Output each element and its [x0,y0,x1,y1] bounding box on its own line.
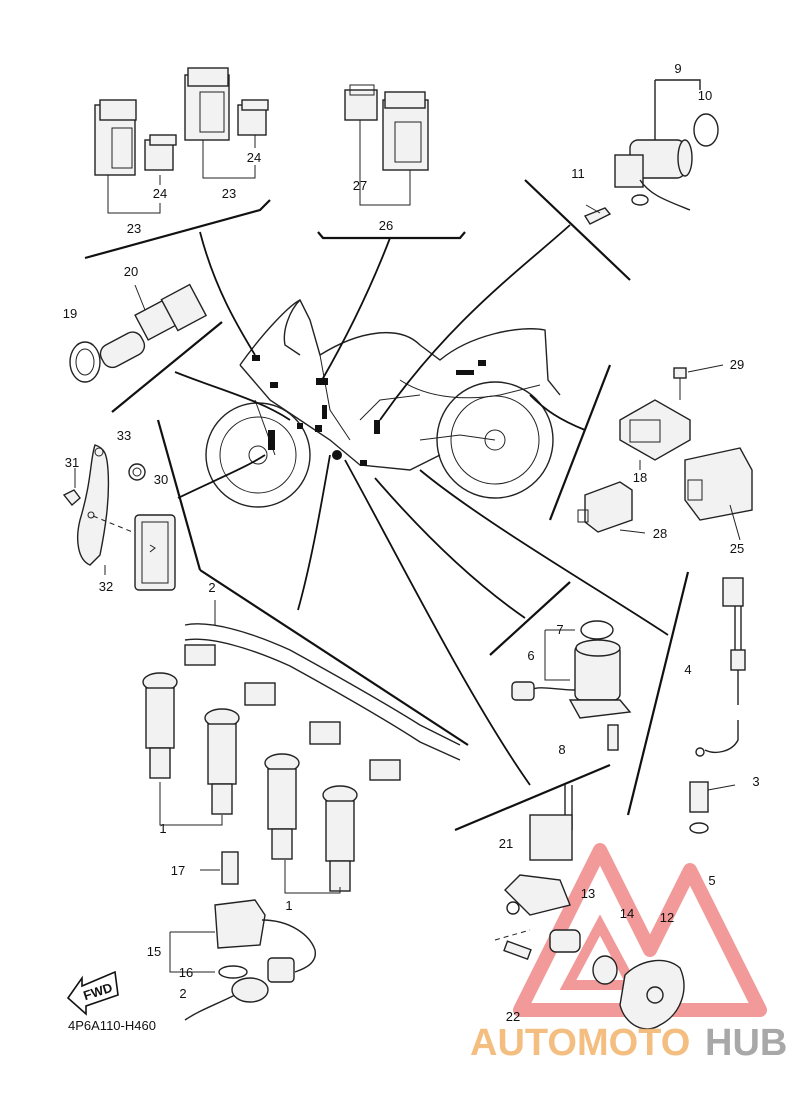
forward-arrow-icon: FWD [66,970,119,1016]
callout-19: 19 [63,306,77,321]
pickup-coil-assembly [494,785,685,1030]
watermark-logo [513,843,767,1017]
callout-14: 14 [620,906,634,921]
callout-26: 26 [379,218,393,233]
callout-4: 4 [684,662,691,677]
callout-24b: 24 [247,150,261,165]
callout-16: 16 [179,965,193,980]
relay-set-middle [344,84,429,206]
crank-position-sensor [169,851,316,1021]
callout-29: 29 [730,357,744,372]
callout-31: 31 [65,455,79,470]
callout-17: 17 [171,863,185,878]
callout-2a: 2 [208,580,215,595]
callout-1b: 1 [285,898,292,913]
callout-3: 3 [752,774,759,789]
callout-12: 12 [660,910,674,925]
callout-5: 5 [708,873,715,888]
callout-30: 30 [154,472,168,487]
oxygen-sensor-lead [689,577,746,834]
callout-22: 22 [506,1009,520,1024]
callout-11: 11 [571,166,585,181]
group-brackets [84,179,690,832]
callout-9: 9 [674,61,681,76]
callout-13: 13 [581,886,595,901]
bracket-assembly [62,444,176,591]
watermark-text-part2: HUB [705,1022,787,1064]
callout-1a: 1 [159,821,166,836]
callout-15: 15 [147,944,161,959]
callout-33: 33 [117,428,131,443]
callout-27: 27 [353,178,367,193]
callout-21: 21 [499,836,513,851]
relay-set-left [94,67,269,214]
callout-8: 8 [558,742,565,757]
callout-10: 10 [698,88,712,103]
ecu-and-sensors [577,364,753,541]
callout-6: 6 [527,648,534,663]
callout-23a: 23 [127,221,141,236]
callout-32: 32 [99,579,113,594]
callout-7: 7 [556,622,563,637]
callout-18: 18 [633,470,647,485]
callout-23b: 23 [222,186,236,201]
callout-25: 25 [730,541,744,556]
callout-20: 20 [124,264,138,279]
harness-and-coils [142,600,461,894]
watermark-text-part1: AUTOMOTO [470,1022,690,1064]
callout-28: 28 [653,526,667,541]
neutral-switch-assembly [511,620,632,751]
callout-labels: 1 1 2 2 3 4 5 6 7 8 9 10 11 12 13 14 15 … [63,61,760,1024]
speed-sensor-assembly [583,79,719,225]
callout-24a: 24 [153,186,167,201]
callout-2b: 2 [179,986,186,1001]
diagram-code: 4P6A110-H460 [68,1018,156,1033]
temperature-sensor [69,283,208,383]
watermark-text: AUTOMOTO HUB [470,1022,787,1064]
motorcycle-outline [205,299,561,508]
